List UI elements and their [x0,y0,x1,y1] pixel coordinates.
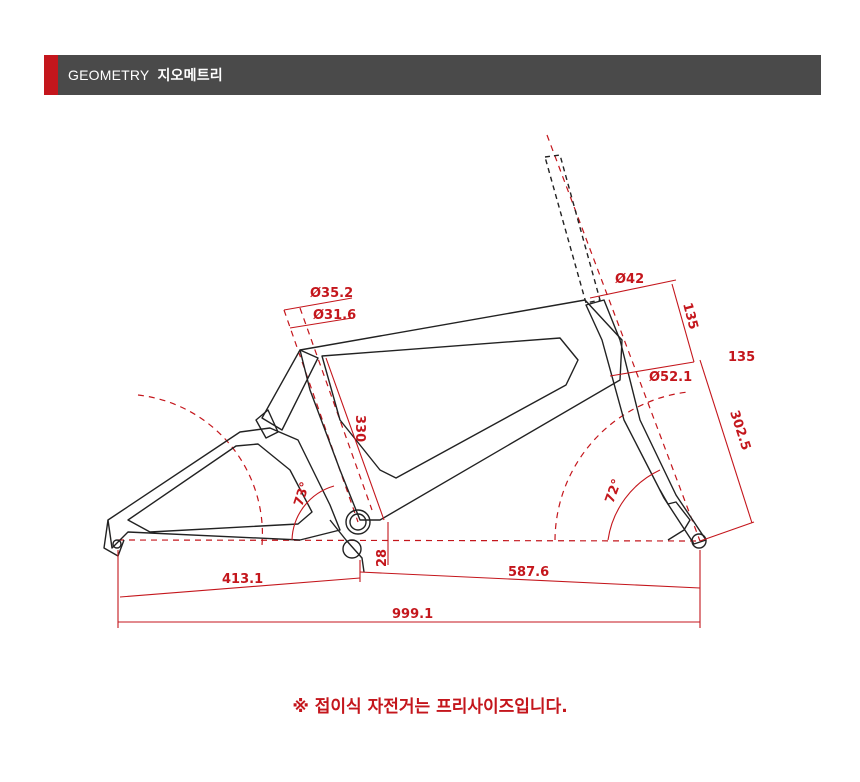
label-seat-tube-length: 330 [352,415,367,442]
bottom-bracket [345,509,371,535]
free-size-note: ※ 접이식 자전거는 프리사이즈입니다. [292,697,568,717]
dim-line-fork-end [699,521,755,542]
main-frame-cutout [321,337,579,479]
label-head-tube-length-side: 135 [728,350,755,365]
bottom-bracket-inner [349,513,367,531]
head-tube-fork [585,299,707,545]
header-title-ko: 지오메트리 [157,68,223,84]
dimension-labels: Ø35.2 Ø31.6 330 73° Ø42 135 135 Ø52.1 30… [222,272,755,622]
label-bb-drop: 28 [375,549,390,567]
dim-line-front-center [359,571,701,589]
bike-frame [103,154,707,573]
label-head-tube-upper-diameter: Ø42 [615,272,644,287]
dim-line-ht-upper [589,279,677,299]
front-axle [691,533,707,549]
seat-angle-arc [291,485,335,541]
rear-triangle-outline [107,427,341,549]
header-accent-bar [44,55,58,95]
fork-dropout [659,489,691,541]
label-wheelbase: 999.1 [392,607,433,622]
dim-line-ht-lower [609,361,695,377]
rear-axle [112,539,122,549]
label-head-tube-length: 135 [679,301,701,331]
label-seatpost-outer-diameter: Ø35.2 [310,286,353,301]
seatpost-axis [299,307,373,511]
label-seat-angle: 73° [292,480,314,508]
label-head-tube-lower-diameter: Ø52.1 [649,370,692,385]
pivot [342,539,362,559]
rear-triangle-cutout [127,443,313,533]
dim-line-chainstay [119,577,361,598]
steering-axis [546,134,701,542]
axle-line [117,539,701,542]
label-head-angle: 72° [603,477,626,505]
label-fork-length: 302.5 [726,409,753,453]
seat-clamp [255,409,279,439]
dim-line-ht-length [671,283,695,363]
main-frame-outline [299,299,623,521]
dim-line-fork [699,359,753,524]
stem-outline [544,154,601,304]
dim-line-seatpost-inner [289,317,353,329]
label-seatpost-inner-diameter: Ø31.6 [313,308,356,323]
front-wheel-arc [554,391,689,541]
rear-dropout [103,519,125,557]
construction-lines [117,134,701,546]
label-chainstay-length: 413.1 [222,572,263,587]
label-front-center: 587.6 [508,565,549,580]
header-title: GEOMETRY 지오메트리 [68,55,223,95]
head-angle-arc [607,469,661,541]
geometry-header: GEOMETRY 지오메트리 [44,55,821,95]
dim-line-seat-tube [325,357,385,521]
geometry-diagram: Ø35.2 Ø31.6 330 73° Ø42 135 135 Ø52.1 30… [103,134,755,628]
header-title-en: GEOMETRY [68,67,150,83]
seat-tube-axis [283,309,359,523]
dim-line-seatpost-outer [283,297,353,311]
lower-link [329,519,365,573]
dimension-lines [117,279,755,628]
